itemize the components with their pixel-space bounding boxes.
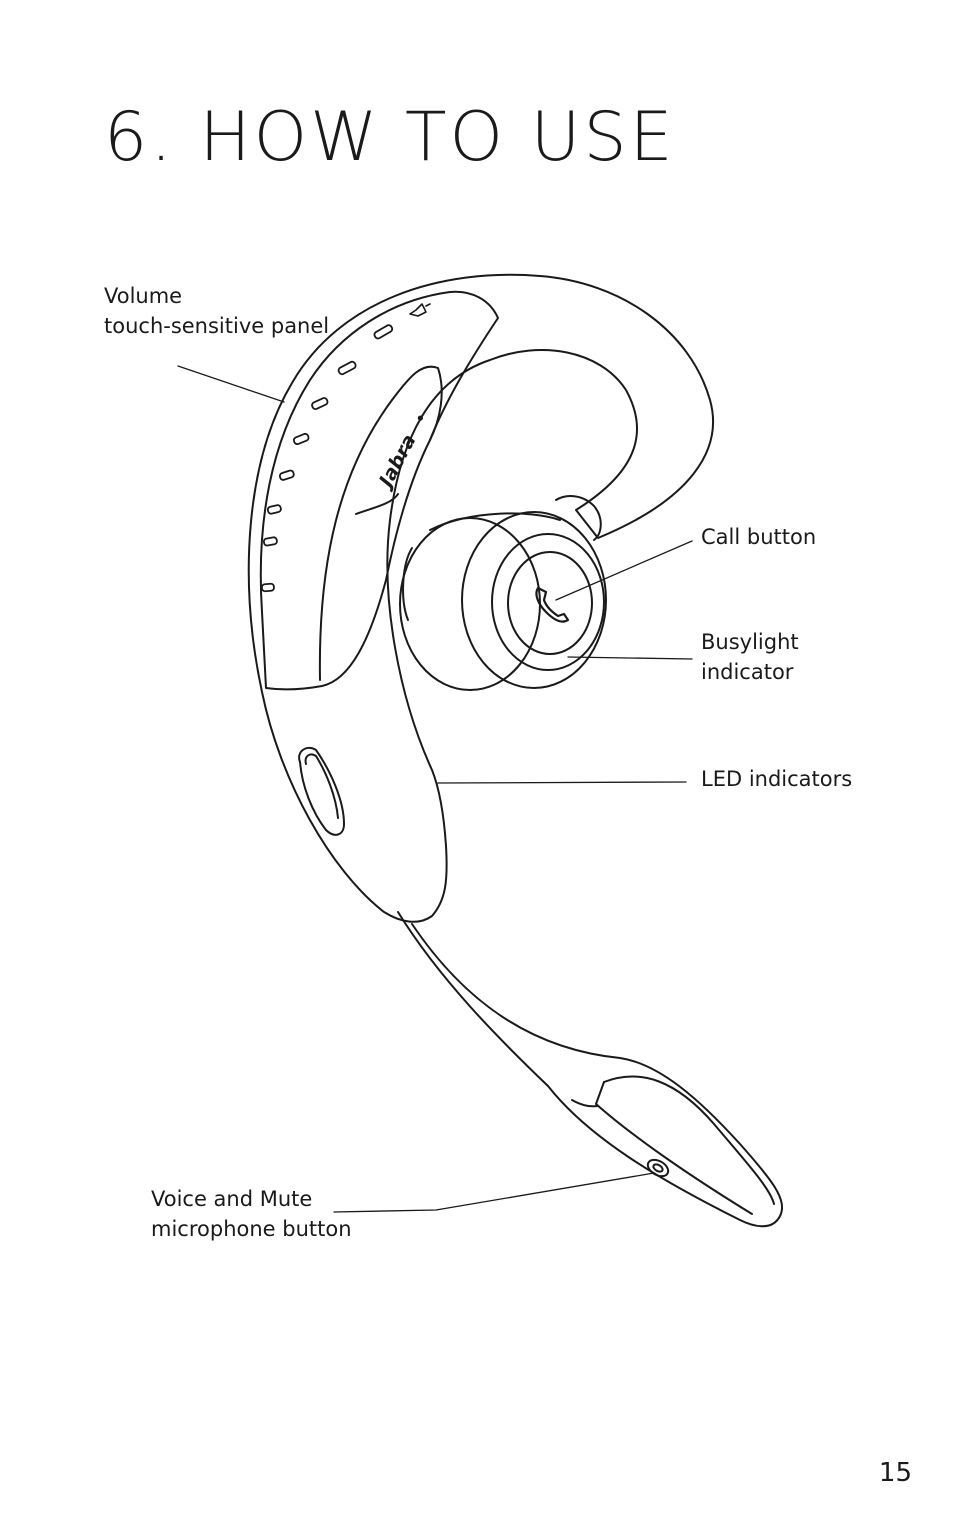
volume-mark (262, 583, 275, 591)
label-line: microphone button (151, 1217, 352, 1241)
volume-leader (178, 366, 284, 402)
led-leader (438, 782, 686, 783)
boom-tip-edge-lower (596, 1104, 752, 1214)
label-line: Voice and Mute (151, 1187, 313, 1211)
earbud-back-lip (403, 548, 412, 620)
earbud-stem (556, 496, 601, 540)
led-slot-inner (306, 754, 338, 818)
earbud-outer-ring (462, 512, 606, 688)
brand-logo: Jabra (373, 415, 423, 494)
label-line: touch-sensitive panel (104, 314, 330, 338)
mic-button-inner (652, 1163, 664, 1173)
mic-button-label: Voice and Mute microphone button (151, 1184, 352, 1244)
label-line: Busylight (701, 630, 799, 654)
volume-mark (267, 505, 281, 515)
phone-handset-icon (536, 588, 568, 622)
call-button-label: Call button (701, 522, 816, 552)
svg-text:Jabra: Jabra (373, 431, 420, 494)
label-line: LED indicators (701, 767, 853, 791)
callout-lines (178, 366, 692, 1212)
volume-mark (338, 361, 357, 376)
microphone-boom (398, 912, 782, 1226)
busylight-ring (492, 534, 604, 670)
speaker-icon (410, 304, 430, 316)
call-button-leader (556, 541, 692, 600)
volume-mark (293, 433, 310, 445)
busylight-label: Busylight indicator (701, 627, 799, 687)
busylight-leader (568, 657, 692, 659)
volume-mark (311, 397, 328, 410)
volume-panel-label: Volume touch-sensitive panel (104, 281, 329, 341)
volume-mark (263, 537, 277, 546)
boom-tip-edge (604, 1076, 774, 1204)
page-number: 15 (878, 1458, 912, 1488)
panel-groove (320, 367, 442, 680)
call-button-face (508, 552, 592, 654)
label-line: Volume (104, 284, 183, 308)
boom-seam (572, 1100, 598, 1106)
volume-mark (373, 324, 393, 340)
volume-mark (279, 470, 294, 481)
led-slot (299, 748, 344, 835)
mic-leader (334, 1173, 654, 1212)
headset-body-outline (249, 275, 713, 922)
boom-tip-joint (596, 1082, 604, 1104)
label-line: Call button (701, 525, 817, 549)
page-title: 6. HOW TO USE (104, 98, 676, 177)
led-indicators-label: LED indicators (701, 764, 852, 794)
brand-plate-edge (356, 494, 398, 514)
volume-led-marks (262, 324, 394, 591)
volume-panel-outline (261, 292, 498, 690)
mic-button (645, 1156, 671, 1179)
label-line: indicator (701, 660, 794, 684)
